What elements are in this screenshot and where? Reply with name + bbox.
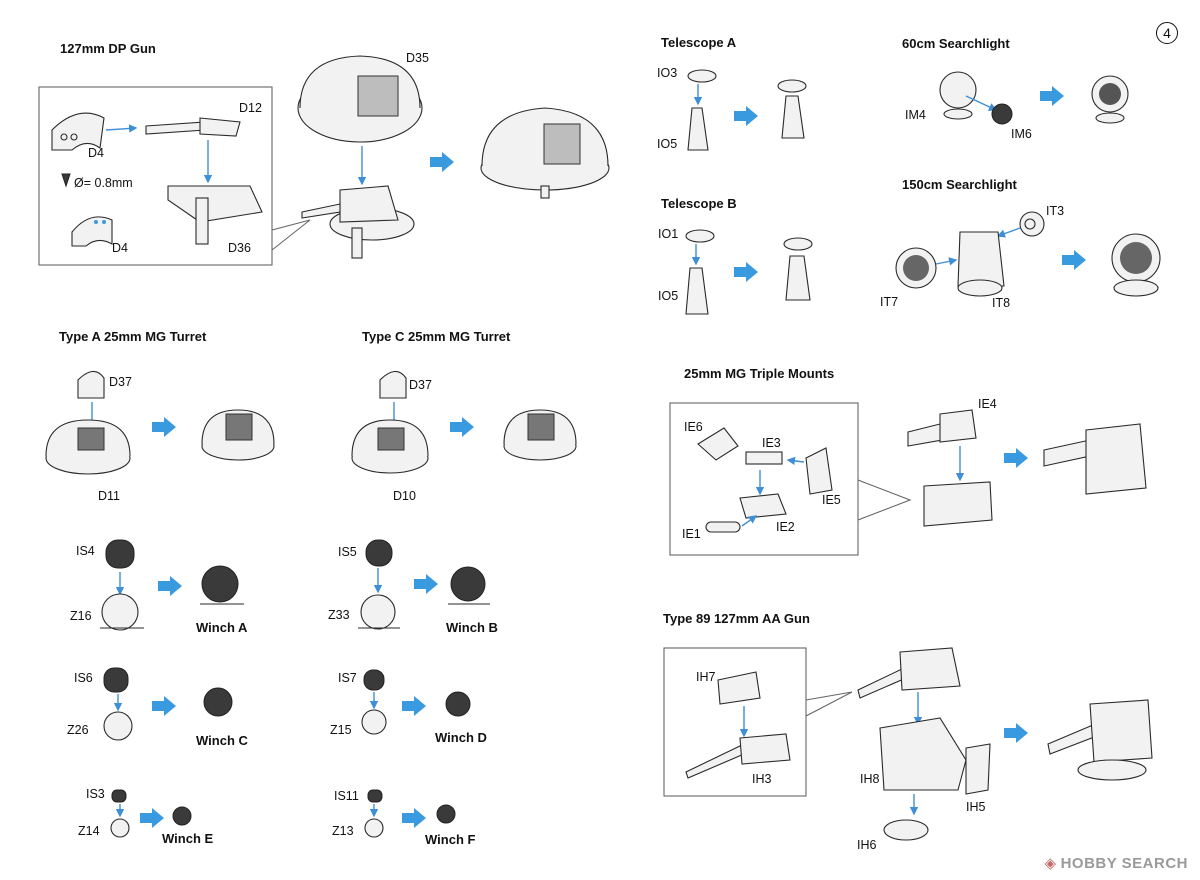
winch-label: Winch C xyxy=(196,733,248,748)
part-label: D35 xyxy=(406,51,429,65)
part-label: IS11 xyxy=(334,789,359,803)
winch-label: Winch A xyxy=(196,620,248,635)
part-label: IM4 xyxy=(905,108,926,122)
winch-a-illustration xyxy=(100,539,244,631)
watermark-logo-icon: ◈ xyxy=(1044,855,1057,872)
winch-e-illustration xyxy=(110,789,192,838)
winch-c-illustration xyxy=(103,667,233,741)
dp-gun-title: 127mm DP Gun xyxy=(60,41,156,56)
part-label: D37 xyxy=(409,378,432,392)
part-label: D4 xyxy=(88,146,104,160)
type-a-turret-title: Type A 25mm MG Turret xyxy=(59,329,207,344)
part-label: IO3 xyxy=(657,66,678,80)
searchlight-60-title: 60cm Searchlight xyxy=(902,36,1010,51)
part-label: IT8 xyxy=(992,296,1011,310)
searchlight-150-title: 150cm Searchlight xyxy=(902,177,1017,192)
watermark: ◈HOBBY SEARCH xyxy=(1045,854,1188,872)
part-label: IE3 xyxy=(762,436,781,450)
part-label: IT3 xyxy=(1046,204,1065,218)
part-label: IE1 xyxy=(682,527,701,541)
winch-label: Winch B xyxy=(446,620,498,635)
part-label: D36 xyxy=(228,241,251,255)
telescope-a-title: Telescope A xyxy=(661,35,737,50)
watermark-text: HOBBY SEARCH xyxy=(1060,855,1188,872)
type-c-turret-title: Type C 25mm MG Turret xyxy=(362,329,511,344)
part-label: IO5 xyxy=(658,289,679,303)
part-label: D12 xyxy=(239,101,262,115)
type89-title: Type 89 127mm AA Gun xyxy=(663,611,810,626)
part-label: IM6 xyxy=(1011,127,1032,141)
telescope-a-illustration xyxy=(687,69,807,151)
winch-d-illustration xyxy=(361,669,471,735)
winch-label: Winch F xyxy=(425,832,476,847)
part-label: IS6 xyxy=(74,671,93,685)
part-label: Z33 xyxy=(328,608,350,622)
winch-label: Winch E xyxy=(162,831,214,846)
part-label: IS5 xyxy=(338,545,357,559)
searchlight-150-illustration xyxy=(895,211,1161,297)
page-number: 4 xyxy=(1156,22,1178,44)
dp-gun-illustration xyxy=(38,55,610,266)
part-label: IO1 xyxy=(658,227,679,241)
part-label: Z14 xyxy=(78,824,100,838)
part-label: IH8 xyxy=(860,772,880,786)
part-label: IE4 xyxy=(978,397,997,411)
part-label: D37 xyxy=(109,375,132,389)
searchlight-60-illustration xyxy=(939,71,1129,125)
part-label: Z15 xyxy=(330,723,352,737)
part-label: IH7 xyxy=(696,670,716,684)
part-label: IT7 xyxy=(880,295,899,309)
type89-illustration xyxy=(663,647,1153,841)
part-label: Z16 xyxy=(70,609,92,623)
part-label: IE2 xyxy=(776,520,795,534)
winch-f-illustration xyxy=(364,789,456,838)
part-label: IH6 xyxy=(857,838,877,852)
part-label: IS7 xyxy=(338,671,357,685)
telescope-b-illustration xyxy=(685,229,813,315)
mg-triple-illustration xyxy=(669,402,1147,556)
part-label: D10 xyxy=(393,489,416,503)
winch-label: Winch D xyxy=(435,730,487,745)
part-label: IH3 xyxy=(752,772,772,786)
drill-size-label: Ø= 0.8mm xyxy=(74,176,133,190)
part-label: IS4 xyxy=(76,544,95,558)
part-label: IS3 xyxy=(86,787,105,801)
telescope-b-title: Telescope B xyxy=(661,196,737,211)
type-a-turret-illustration xyxy=(45,370,275,475)
winch-b-illustration xyxy=(358,539,490,630)
part-label: IO5 xyxy=(657,137,678,151)
part-label: IE5 xyxy=(822,493,841,507)
part-label: D4 xyxy=(112,241,128,255)
part-label: Z26 xyxy=(67,723,89,737)
part-label: IH5 xyxy=(966,800,986,814)
type-c-turret-illustration xyxy=(351,370,577,474)
mg-triple-title: 25mm MG Triple Mounts xyxy=(684,366,835,381)
part-label: D11 xyxy=(98,489,121,503)
part-label: IE6 xyxy=(684,420,703,434)
part-label: Z13 xyxy=(332,824,354,838)
